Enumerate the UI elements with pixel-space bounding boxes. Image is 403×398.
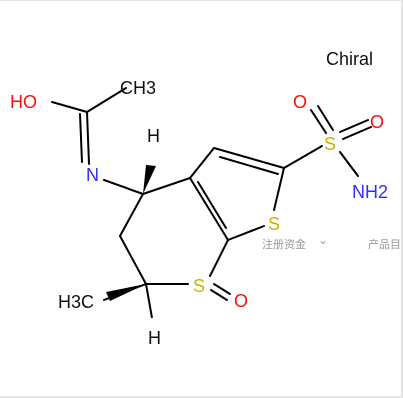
- overlay-product-label[interactable]: 产品目: [368, 238, 401, 251]
- atom-s-thiophene: S: [268, 214, 280, 234]
- overlay-menu-item[interactable]: 注册资金: [262, 238, 306, 251]
- bond-s-o1-2: [317, 105, 334, 131]
- atom-ch3-top: CH3: [120, 78, 156, 98]
- bond-s7-o-2: [213, 283, 231, 295]
- bond-c2-s-sulfonyl: [283, 145, 323, 169]
- wedge-c4-h: [143, 165, 156, 194]
- atom-s-sulfonyl: S: [324, 134, 336, 154]
- bond-c-n-2: [79, 113, 83, 163]
- frame-bottom-line: [0, 396, 403, 398]
- bond-ch3-c: [86, 87, 127, 113]
- atom-s-ring: S: [193, 276, 205, 296]
- bond-s-nh2: [339, 151, 359, 177]
- frame-right-line: [401, 0, 403, 398]
- bond-c7a-c3a: [189, 177, 229, 241]
- bond-c3-c2: [213, 147, 285, 169]
- frame-top-line: [0, 0, 403, 1]
- bond-s1-c7a: [227, 225, 265, 241]
- bond-s-o2: [339, 119, 369, 133]
- atom-o-ring: O: [234, 291, 248, 311]
- atom-n-imine: N: [86, 165, 99, 185]
- atom-h3c: H3C: [58, 292, 94, 312]
- bond-ch2-c6: [119, 235, 147, 285]
- bond-c3a-c3: [189, 147, 215, 179]
- bond-c3a-c7a-inner: [197, 181, 227, 229]
- chiral-label: Chiral: [326, 49, 374, 69]
- bond-s7-o: [210, 289, 228, 301]
- bond-n-c4: [103, 179, 144, 195]
- bond-lines: [51, 87, 372, 301]
- bond-c2-s1: [273, 167, 285, 211]
- bond-s-o1: [310, 109, 327, 134]
- wedge-c6-ch3: [106, 284, 146, 301]
- bond-s-o2-2: [342, 126, 372, 140]
- bond-c4-ch2: [119, 193, 144, 237]
- atom-oh: HO: [10, 92, 37, 112]
- wedge-bonds: [106, 165, 156, 319]
- bond-c4-c3a: [142, 177, 191, 195]
- atom-o-sulfonyl-1: O: [293, 92, 307, 112]
- chevron-down-icon[interactable]: ⌄: [318, 233, 329, 247]
- bond-s7-c7a: [209, 239, 229, 277]
- bond-c-oh: [51, 101, 88, 113]
- atom-o-sulfonyl-2: O: [370, 112, 384, 132]
- atom-h-bottom: H: [148, 328, 161, 348]
- bond-c6-h: [145, 283, 153, 319]
- bond-c-n: [86, 111, 90, 165]
- bond-c3-c2-2: [219, 156, 279, 175]
- atom-nh2: NH2: [352, 182, 388, 202]
- atom-h-top: H: [147, 126, 160, 146]
